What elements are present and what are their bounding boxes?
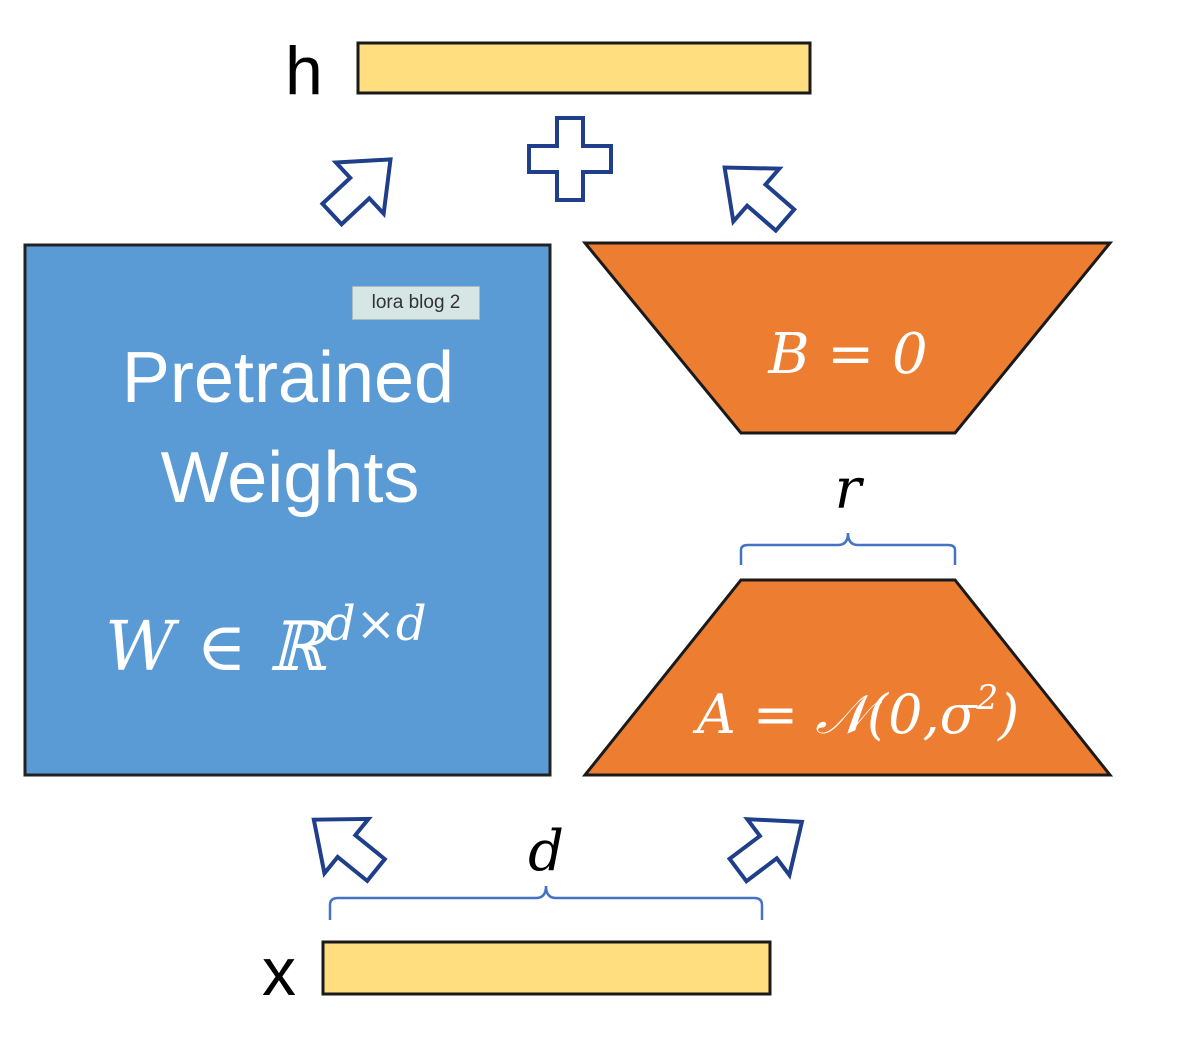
matrix-b-trapezoid bbox=[581, 241, 1114, 435]
matrix-a-trapezoid bbox=[581, 578, 1114, 777]
output-vector-bar bbox=[356, 41, 812, 95]
input-label: x bbox=[262, 934, 296, 1010]
dim-brace bbox=[328, 885, 764, 920]
rank-brace bbox=[739, 532, 957, 565]
matrix-a-label: A = 𝒩(0,σ2) bbox=[692, 678, 1019, 746]
arrow-lower-left-icon bbox=[311, 816, 388, 884]
pretrained-title-line1: Pretrained bbox=[122, 338, 454, 418]
arrow-up-right-icon bbox=[319, 157, 393, 228]
matrix-a-label-close: ) bbox=[997, 683, 1019, 746]
formula-lhs: W ∈ ℝ bbox=[105, 608, 329, 687]
input-vector-bar bbox=[321, 940, 772, 996]
arrow-up-left-icon bbox=[722, 165, 798, 234]
arrow-lower-right-icon bbox=[726, 816, 805, 884]
matrix-a-label-exp: 2 bbox=[976, 678, 999, 718]
rank-label: r bbox=[835, 457, 865, 522]
output-label: h bbox=[285, 33, 323, 109]
plus-icon bbox=[527, 116, 613, 202]
pretrained-title-line2: Weights bbox=[161, 438, 420, 518]
formula-exponent: d×d bbox=[325, 596, 427, 652]
matrix-b-label: B = 0 bbox=[767, 322, 927, 387]
pretrained-weights-block bbox=[23, 243, 552, 777]
pretrained-formula: W ∈ ℝd×d bbox=[105, 596, 427, 687]
matrix-a-label-main: A = 𝒩(0,σ bbox=[692, 683, 979, 746]
dim-label: d bbox=[528, 819, 564, 884]
image-tooltip: lora blog 2 bbox=[352, 286, 480, 320]
